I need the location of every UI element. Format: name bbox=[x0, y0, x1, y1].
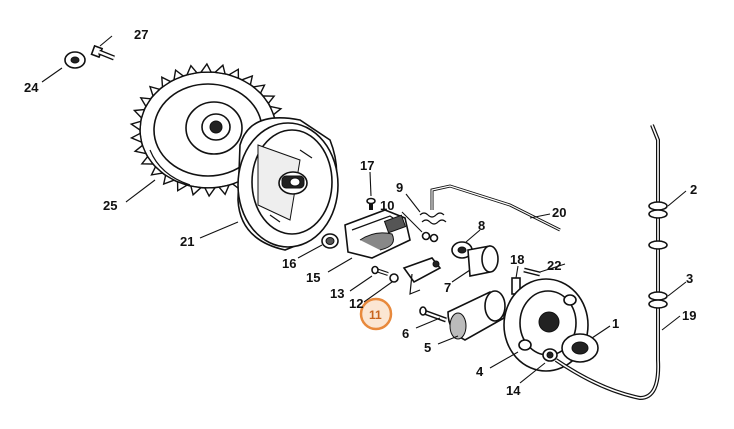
fan-fin bbox=[161, 76, 173, 89]
fan-fin bbox=[176, 180, 189, 192]
callout-25: 25 bbox=[103, 198, 117, 213]
fan-fin bbox=[268, 105, 283, 116]
callout-22: 22 bbox=[547, 258, 561, 273]
part-2-grommet bbox=[648, 201, 668, 219]
callout-17: 17 bbox=[360, 158, 374, 173]
highlight-ring bbox=[359, 297, 393, 331]
fan-fin bbox=[213, 63, 227, 75]
callout-3: 3 bbox=[686, 271, 693, 286]
callout-27: 27 bbox=[134, 27, 148, 42]
callout-11-highlighted: 11 bbox=[369, 308, 382, 322]
callout-7: 7 bbox=[444, 280, 451, 295]
fan-fin bbox=[217, 184, 231, 196]
part-1-pulley bbox=[561, 333, 599, 363]
fan-fin bbox=[132, 108, 146, 120]
leader-lines bbox=[41, 35, 687, 384]
part-14-connector bbox=[542, 348, 558, 362]
callout-16: 16 bbox=[282, 256, 296, 271]
fan-fin bbox=[227, 68, 240, 80]
part-5-generator bbox=[447, 290, 506, 341]
fan-fin bbox=[240, 74, 254, 86]
callout-labels: 27 24 25 21 17 9 10 8 20 16 15 13 12 11 … bbox=[24, 27, 697, 398]
callout-19: 19 bbox=[682, 308, 696, 323]
callout-1: 1 bbox=[612, 316, 619, 331]
fan-fin bbox=[162, 174, 176, 186]
part-15-armature bbox=[344, 209, 411, 259]
callout-10: 10 bbox=[380, 198, 394, 213]
callout-20: 20 bbox=[552, 205, 566, 220]
fan-fin bbox=[140, 155, 155, 165]
callout-18: 18 bbox=[510, 252, 524, 267]
fan-fin bbox=[129, 132, 143, 144]
fan-fin bbox=[261, 95, 276, 105]
part-17-screw bbox=[366, 197, 376, 210]
part-21-flywheel bbox=[237, 116, 339, 251]
fan-fin bbox=[150, 165, 165, 176]
fan-fin bbox=[129, 120, 142, 132]
fan-fin bbox=[133, 144, 148, 155]
part-12-contact bbox=[389, 273, 399, 283]
part-11-breaker bbox=[402, 257, 442, 295]
callout-2: 2 bbox=[690, 182, 697, 197]
callout-8: 8 bbox=[478, 218, 485, 233]
fan-fin bbox=[185, 64, 199, 76]
callout-13: 13 bbox=[330, 286, 344, 301]
fan-fin bbox=[189, 185, 203, 197]
callout-4: 4 bbox=[476, 364, 484, 379]
callout-15: 15 bbox=[306, 270, 320, 285]
callout-24: 24 bbox=[24, 80, 39, 95]
part-19-cable bbox=[554, 124, 661, 401]
callout-12: 12 bbox=[349, 296, 363, 311]
part-24-nut bbox=[64, 51, 86, 69]
part-6-bolt bbox=[419, 306, 447, 323]
fan-fin bbox=[199, 62, 213, 74]
callout-9: 9 bbox=[396, 180, 403, 195]
fan-fin bbox=[251, 84, 266, 95]
callout-21: 21 bbox=[180, 234, 194, 249]
part-9-spring bbox=[419, 212, 447, 225]
part-22-pin bbox=[523, 267, 541, 277]
part-16-washer bbox=[321, 233, 339, 249]
fan-fin bbox=[203, 186, 217, 198]
part-13-screw bbox=[371, 265, 389, 276]
callout-5: 5 bbox=[424, 340, 431, 355]
callout-6: 6 bbox=[402, 326, 409, 341]
fan-fin bbox=[139, 96, 152, 108]
part-8-cam bbox=[451, 241, 473, 259]
part-7-condenser bbox=[467, 245, 499, 277]
part-27-bolt bbox=[90, 44, 115, 61]
part-10-clip bbox=[421, 231, 439, 243]
part-20-wire bbox=[430, 184, 561, 232]
part-3-grommet bbox=[648, 240, 668, 309]
fan-fin bbox=[148, 85, 161, 98]
fan-fin bbox=[173, 68, 185, 81]
callout-14: 14 bbox=[506, 383, 521, 398]
